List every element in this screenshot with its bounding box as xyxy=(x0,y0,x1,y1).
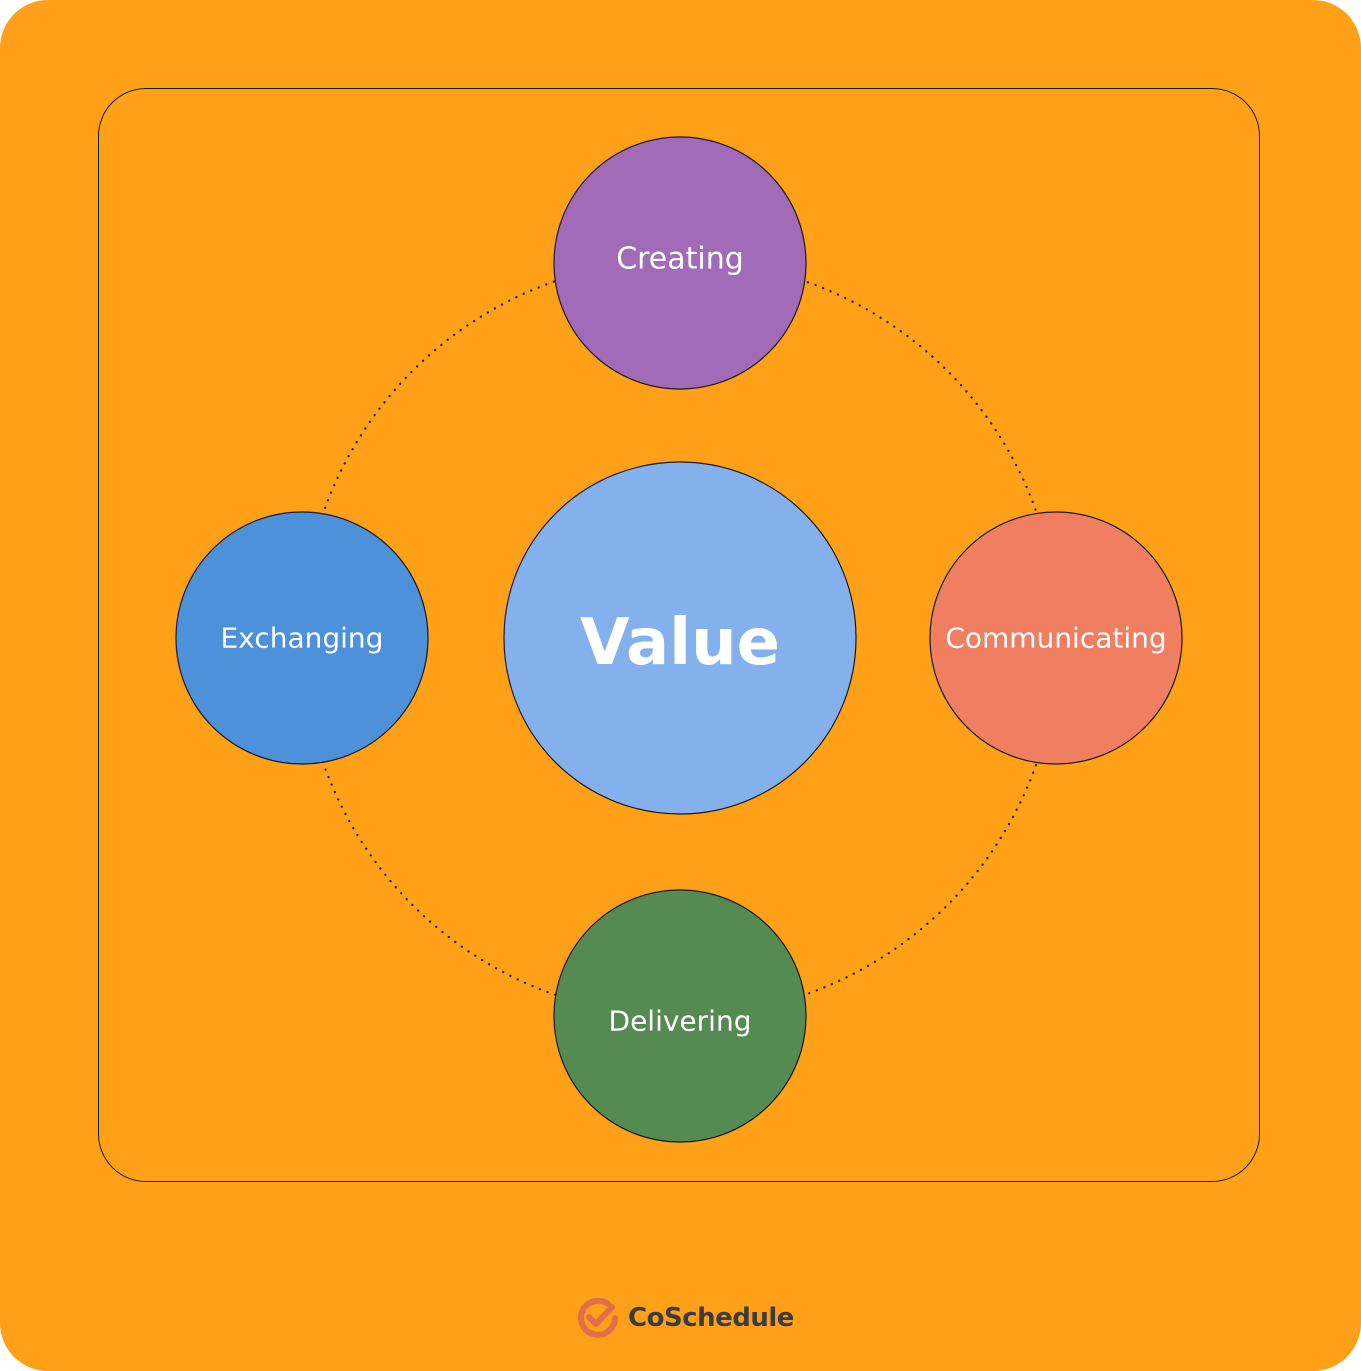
inner-frame xyxy=(98,88,1260,1182)
node-communicating: Communicating xyxy=(929,511,1183,765)
exchanging-label: Exchanging xyxy=(221,622,384,655)
logo-text: CoSchedule xyxy=(628,1303,794,1333)
node-exchanging: Exchanging xyxy=(175,511,429,765)
node-value: Value xyxy=(503,461,857,815)
value-circle xyxy=(503,461,857,815)
delivering-circle xyxy=(553,889,807,1143)
communicating-circle xyxy=(929,511,1183,765)
delivering-label: Delivering xyxy=(609,1005,752,1038)
exchanging-circle xyxy=(175,511,429,765)
value-label: Value xyxy=(580,606,780,680)
node-delivering: Delivering xyxy=(553,889,807,1143)
communicating-label: Communicating xyxy=(945,622,1166,655)
creating-circle xyxy=(553,136,807,390)
creating-label: Creating xyxy=(616,242,744,277)
node-creating: Creating xyxy=(553,136,807,390)
coschedule-logo: CoSchedule xyxy=(578,1296,794,1340)
check-mark-icon xyxy=(578,1298,618,1338)
